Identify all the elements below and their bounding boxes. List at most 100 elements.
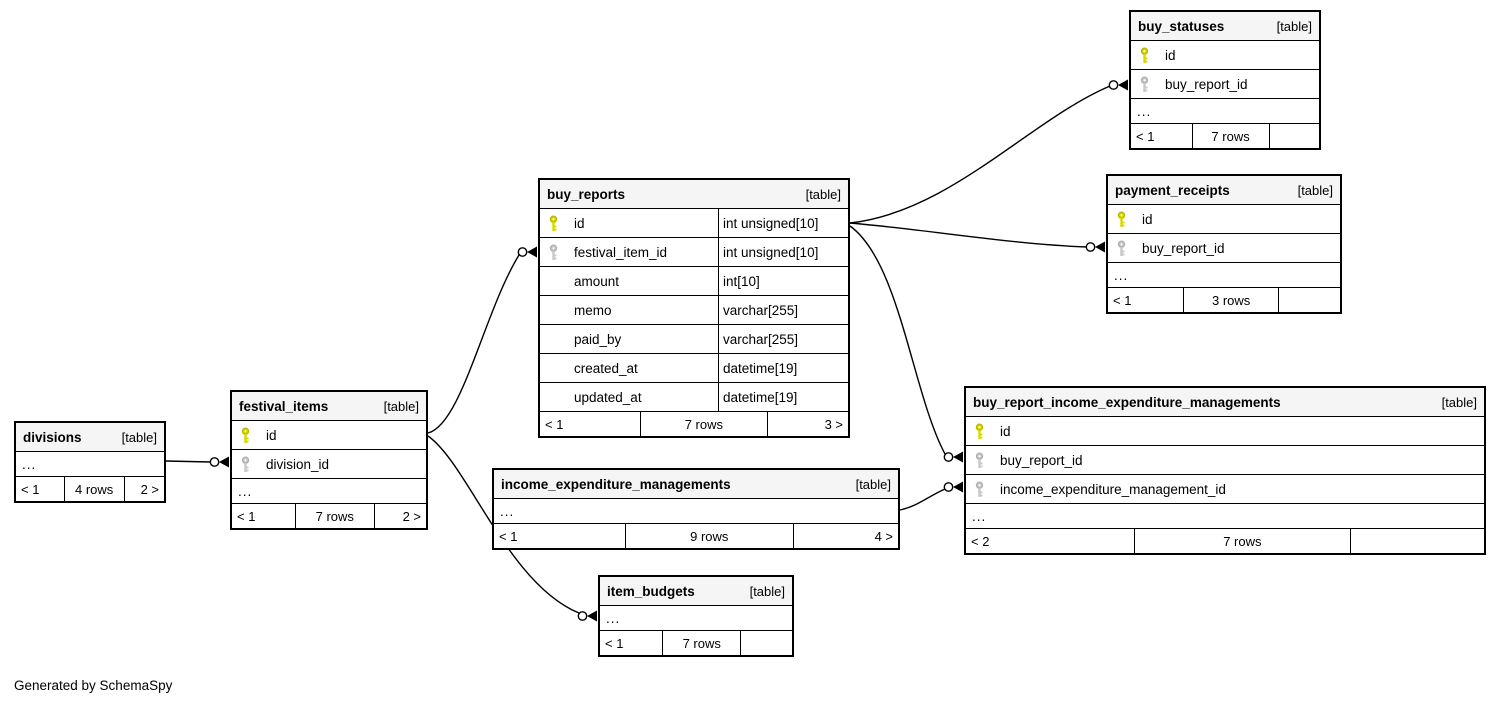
key-cell <box>974 480 1000 498</box>
hidden-columns-ellipsis: ... <box>966 504 1484 529</box>
table-type-tag: [table] <box>1276 18 1312 34</box>
key-cell <box>548 243 574 261</box>
table-header[interactable]: income_expenditure_managements[table] <box>494 470 898 499</box>
table-header[interactable]: festival_items[table] <box>232 392 426 421</box>
table-node-buy_report_income_expenditure_managements[interactable]: buy_report_income_expenditure_management… <box>964 386 1486 555</box>
row-count: 7 rows <box>1133 529 1350 553</box>
foreign-key-icon <box>549 243 558 260</box>
crow-foot-icon <box>219 456 229 468</box>
column-name: updated_at <box>574 389 642 405</box>
crow-foot-icon <box>1118 79 1128 91</box>
table-node-payment_receipts[interactable]: payment_receipts[table] id buy_report_id… <box>1106 174 1342 314</box>
row-count: 4 rows <box>63 477 124 501</box>
parent-count: < 1 <box>1113 292 1132 308</box>
column-type: datetime[19] <box>718 383 848 411</box>
primary-key-icon <box>241 426 250 443</box>
key-cell <box>1139 46 1165 64</box>
table-node-buy_statuses[interactable]: buy_statuses[table] id buy_report_id...<… <box>1129 10 1321 150</box>
parent-count: < 1 <box>21 481 40 497</box>
column-type: int unsigned[10] <box>718 209 848 237</box>
column-type: int unsigned[10] <box>718 238 848 266</box>
zero-one-circle-icon <box>1085 242 1096 252</box>
column-name: paid_by <box>574 331 622 347</box>
column-row-id: id <box>1131 41 1319 70</box>
table-title: income_expenditure_managements <box>501 476 731 492</box>
column-row-id: id <box>232 421 426 450</box>
column-row-updated_at: updated_at datetime[19] <box>540 383 848 412</box>
column-name: memo <box>574 302 612 318</box>
table-header[interactable]: divisions[table] <box>16 423 164 452</box>
table-title: divisions <box>23 429 82 445</box>
generated-by-label: Generated by SchemaSpy <box>14 678 173 693</box>
column-type: datetime[19] <box>718 354 848 382</box>
column-name: buy_report_id <box>1142 240 1225 256</box>
table-title: buy_statuses <box>1138 18 1225 34</box>
relationship-festival_items-to-buy_reports <box>427 246 537 434</box>
table-header[interactable]: buy_report_income_expenditure_management… <box>966 388 1484 417</box>
zero-one-circle-icon <box>1108 80 1119 90</box>
column-name: buy_report_id <box>1000 452 1083 468</box>
table-header[interactable]: buy_statuses [table] <box>1131 12 1319 41</box>
child-count <box>1349 529 1484 553</box>
key-cell <box>1139 75 1165 93</box>
crow-foot-icon <box>953 481 963 493</box>
zero-one-circle-icon <box>943 482 954 492</box>
primary-key-icon <box>1117 210 1126 227</box>
primary-key-icon <box>975 422 984 439</box>
column-row-buy_report_id: buy_report_id <box>1108 234 1340 263</box>
row-count: 7 rows <box>1191 124 1269 148</box>
zero-one-circle-icon <box>209 457 220 467</box>
relationship-festival_items-to-item_budgets <box>427 435 597 622</box>
column-name: income_expenditure_management_id <box>1000 481 1226 497</box>
table-node-festival_items[interactable]: festival_items[table] id division_id...<… <box>230 390 428 530</box>
zero-one-circle-icon <box>943 452 954 462</box>
foreign-key-icon <box>1117 239 1126 256</box>
column-type: varchar[255] <box>718 325 848 353</box>
foreign-key-icon <box>975 480 984 497</box>
relationship-buy_reports-to-payment_receipts <box>849 222 1105 253</box>
column-type: varchar[255] <box>718 296 848 324</box>
relationship-buy_reports-to-buy_statuses <box>849 79 1128 224</box>
crow-foot-icon <box>587 610 597 622</box>
column-name: id <box>1000 423 1011 439</box>
table-header[interactable]: buy_reports[table] <box>540 180 848 209</box>
relationship-divisions-to-festival_items <box>165 456 229 468</box>
table-header[interactable]: payment_receipts[table] <box>1108 176 1340 205</box>
row-count: 9 rows <box>624 524 793 548</box>
child-count: 3 > <box>767 412 848 436</box>
child-count <box>1278 288 1340 312</box>
table-title: buy_report_income_expenditure_management… <box>973 394 1281 410</box>
column-row-id: id <box>1108 205 1340 234</box>
column-name: created_at <box>574 360 638 376</box>
column-name: buy_report_id <box>1165 76 1248 92</box>
key-cell <box>1116 210 1142 228</box>
key-cell <box>240 426 266 444</box>
zero-one-circle-icon <box>517 247 528 257</box>
foreign-key-icon <box>975 451 984 468</box>
column-row-buy_report_id: buy_report_id <box>966 446 1484 475</box>
child-count: 2 > <box>123 477 164 501</box>
column-name: amount <box>574 273 620 289</box>
relationship-income_expenditure_managements-to-buy_report_income_expenditure_managements <box>899 481 963 511</box>
hidden-columns-ellipsis: ... <box>1108 263 1340 288</box>
column-name: division_id <box>266 456 330 472</box>
table-title: festival_items <box>239 398 329 414</box>
hidden-columns-ellipsis: ... <box>1131 99 1319 124</box>
column-name: id <box>266 427 277 443</box>
key-cell <box>240 455 266 473</box>
foreign-key-icon <box>241 455 250 472</box>
child-count <box>1268 124 1320 148</box>
hidden-columns-ellipsis: ... <box>232 479 426 504</box>
table-type-tag: [table] <box>1297 182 1333 198</box>
table-node-income_expenditure_managements[interactable]: income_expenditure_managements[table]...… <box>492 468 900 550</box>
table-header[interactable]: item_budgets[table] <box>600 577 792 606</box>
